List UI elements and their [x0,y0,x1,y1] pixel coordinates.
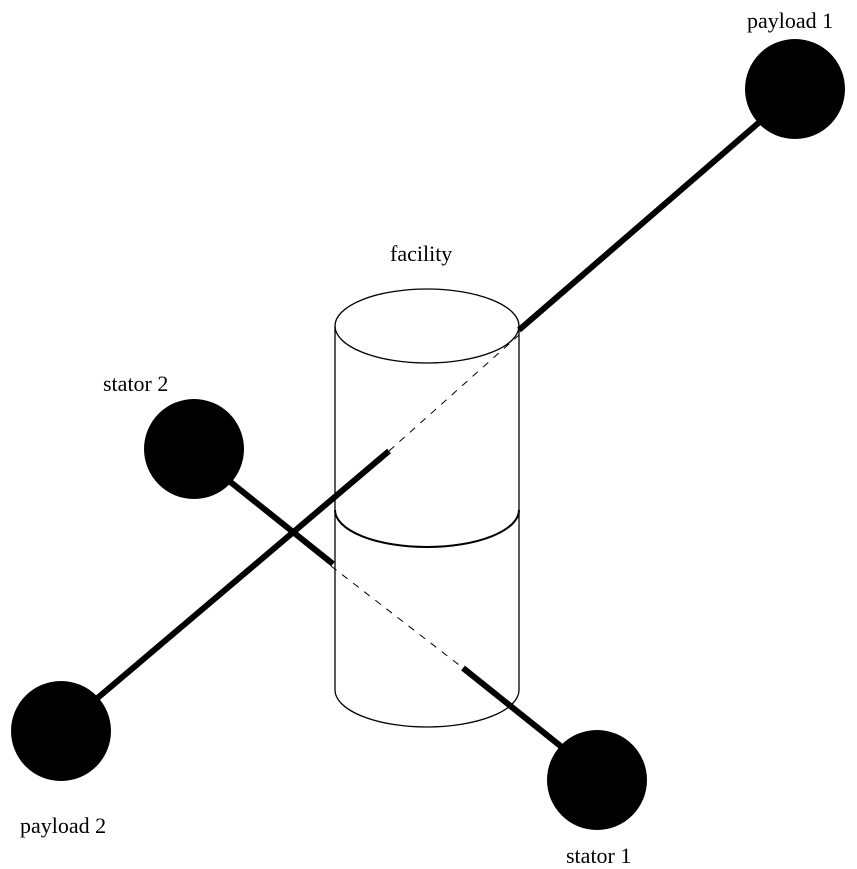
facility-label: facility [390,241,452,266]
hidden-tether-segments [330,334,520,669]
stator-tether-hidden [330,565,464,669]
facility-top-rim [334,288,520,364]
payload-2-label: payload 2 [20,813,106,838]
stator-2-label: stator 2 [103,371,168,396]
facility-bottom-rim [334,689,520,728]
payload-1-mass [745,39,845,139]
tethers [92,116,765,755]
payload-1-label: payload 1 [747,8,833,33]
stator-2-tether [226,477,335,567]
stator-1-mass [547,730,647,830]
end-masses [11,39,845,830]
payload-1-tether [517,116,765,333]
facility-cylinder [334,288,520,728]
stator-1-tether [461,665,570,755]
stator-2-mass [144,399,244,499]
payload-2-mass [11,681,111,781]
stator-1-label: stator 1 [566,843,631,868]
payload-tether-hidden [388,334,520,452]
payload-2-tether [92,448,391,704]
facility-mid-seam-front [334,509,520,548]
